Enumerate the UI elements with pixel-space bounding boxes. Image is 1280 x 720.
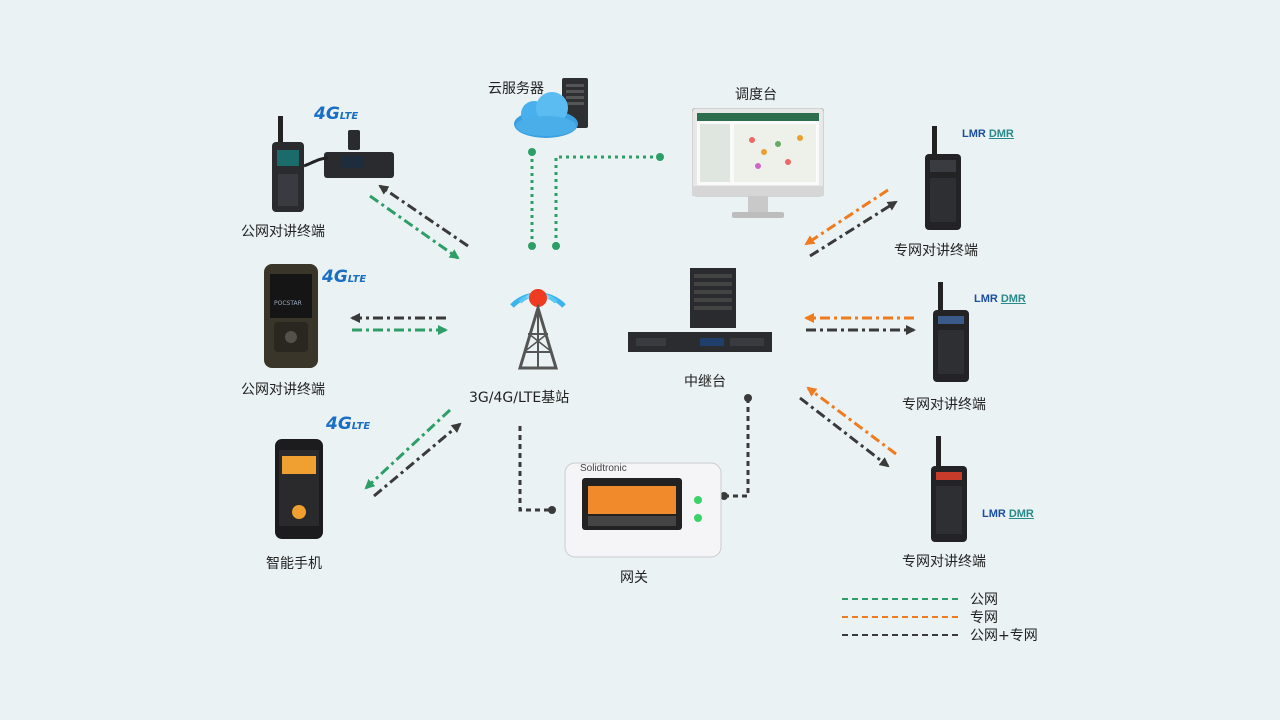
private-terminal-2-label: 专网对讲终端 bbox=[902, 397, 986, 413]
private-terminal-2-node bbox=[930, 280, 972, 384]
link-cloud-basestation bbox=[528, 148, 536, 250]
monitor-icon bbox=[691, 107, 825, 218]
repeater-icon bbox=[628, 268, 772, 352]
public-terminal-2-label: 公网对讲终端 bbox=[241, 382, 325, 398]
radio-handset-icon bbox=[931, 436, 967, 542]
legend-label-both: 公网+专网 bbox=[970, 628, 1038, 644]
public-terminal-2-node: POCSTAR bbox=[262, 262, 320, 370]
legend-label-public: 公网 bbox=[970, 592, 998, 608]
base-station-label: 3G/4G/LTE基站 bbox=[469, 390, 570, 406]
4g-lte-badge-2: 4GLTE bbox=[322, 267, 367, 287]
public-terminal-1-node bbox=[268, 114, 400, 214]
link-gateway-repeater bbox=[720, 394, 752, 500]
legend-swatch-public bbox=[842, 598, 958, 600]
link-basestation-gateway bbox=[518, 426, 556, 514]
base-station-tower-icon bbox=[510, 289, 566, 370]
repeater-node bbox=[626, 266, 774, 360]
legend-swatch-private bbox=[842, 616, 958, 618]
link-smartphone bbox=[364, 408, 462, 498]
radio-handset-icon bbox=[933, 282, 969, 382]
smartphone-icon bbox=[275, 439, 323, 539]
repeater-label: 中继台 bbox=[684, 374, 726, 390]
private-terminal-3-node bbox=[928, 434, 970, 544]
radio-handset-icon bbox=[925, 126, 961, 230]
cloud-server-label: 云服务器 bbox=[488, 81, 544, 97]
walkie-talkie-icon bbox=[272, 116, 394, 212]
link-dispatch-basestation bbox=[552, 153, 664, 250]
4g-lte-badge: 4GLTE bbox=[314, 104, 359, 124]
rugged-phone-icon bbox=[264, 264, 318, 368]
gateway-label: 网关 bbox=[620, 570, 648, 586]
smartphone-node bbox=[274, 438, 324, 540]
4g-lte-badge-3: 4GLTE bbox=[326, 414, 371, 434]
dispatch-monitor-node bbox=[691, 107, 825, 226]
private-terminal-1-node bbox=[922, 124, 964, 232]
private-terminal-3-label: 专网对讲终端 bbox=[902, 554, 986, 570]
link-private-terminal-3 bbox=[799, 386, 897, 468]
link-public-terminal-2 bbox=[350, 313, 448, 335]
dispatch-label: 调度台 bbox=[735, 87, 777, 103]
gateway-node: Solidtronic bbox=[564, 462, 722, 558]
private-terminal-1-label: 专网对讲终端 bbox=[894, 243, 978, 259]
link-public-terminal-1 bbox=[369, 184, 469, 260]
gateway-brand-text: Solidtronic bbox=[580, 463, 627, 474]
legend-label-private: 专网 bbox=[970, 610, 998, 626]
smartphone-label: 智能手机 bbox=[266, 556, 322, 572]
base-station-node bbox=[498, 262, 578, 372]
link-private-terminal-1 bbox=[804, 188, 898, 258]
gateway-device-icon bbox=[564, 462, 722, 558]
link-private-terminal-2 bbox=[804, 313, 916, 335]
public-terminal-1-label: 公网对讲终端 bbox=[241, 224, 325, 240]
cloud-server-icon bbox=[514, 78, 588, 138]
legend-swatch-both bbox=[842, 634, 958, 636]
cloud-server-node bbox=[508, 76, 598, 142]
pocstar-brand-text: POCSTAR bbox=[274, 300, 302, 307]
